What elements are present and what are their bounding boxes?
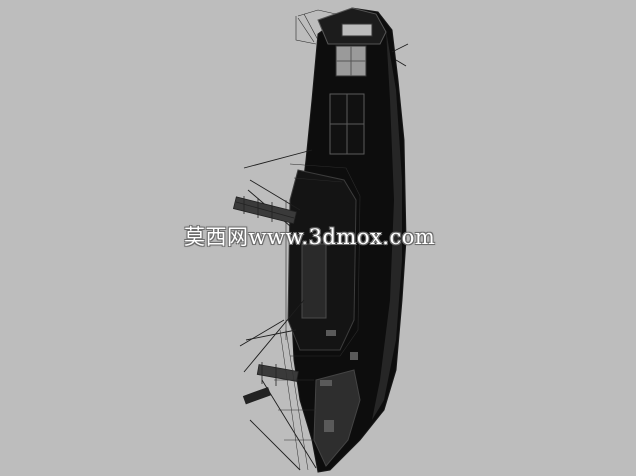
- railing-wireframe: [285, 9, 361, 357]
- crane-boom-mid: [232, 196, 297, 225]
- hull-side-highlight: [372, 30, 402, 420]
- crane-boom-lower: [242, 362, 299, 405]
- deck-fittings: [320, 330, 358, 432]
- watermark-text: 莫西网www.3dmox.com: [184, 225, 436, 249]
- bow-netting: [274, 329, 322, 471]
